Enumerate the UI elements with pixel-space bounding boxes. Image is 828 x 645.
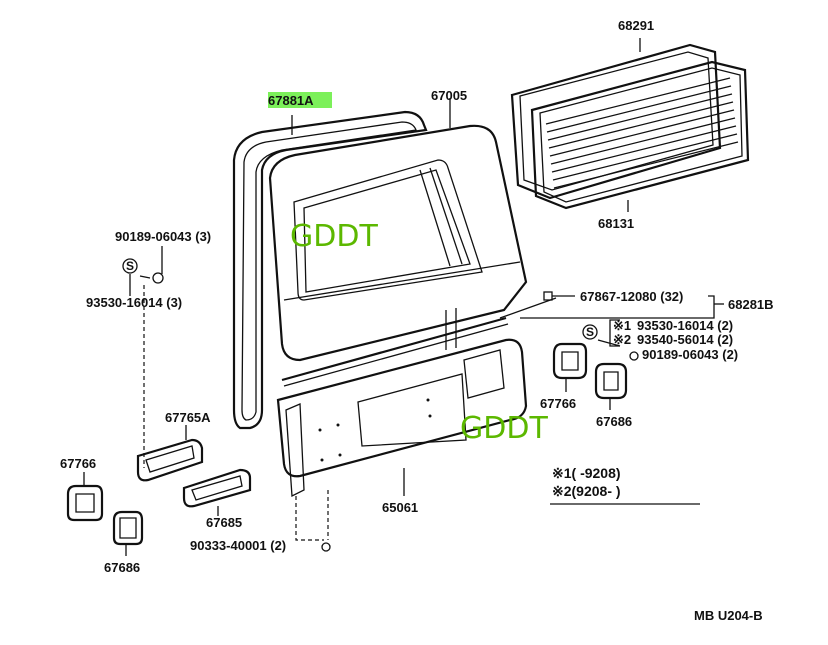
watermark-top: GDDT xyxy=(290,219,378,254)
label-93530-16014-right: 93530-16014 (2) xyxy=(637,318,733,333)
variant-marker-2: ※2 xyxy=(613,332,631,347)
legend-row-1: ※1( -9208) xyxy=(552,465,621,481)
label-65061: 65061 xyxy=(382,500,418,515)
label-93530-16014-left: 93530-16014 (3) xyxy=(86,295,182,310)
label-90189-06043-left: 90189-06043 (3) xyxy=(115,229,211,244)
legend-row-2: ※2(9208- ) xyxy=(552,483,621,499)
label-67881A: 67881A xyxy=(268,93,314,108)
watermark-bottom: GDDT xyxy=(460,411,548,446)
back-door-panel xyxy=(268,98,528,387)
screw-symbol-right: S xyxy=(586,325,594,339)
label-68291: 68291 xyxy=(618,18,654,33)
label-67005: 67005 xyxy=(431,88,467,103)
label-68131: 68131 xyxy=(598,216,634,231)
label-67765A: 67765A xyxy=(165,410,211,425)
figure-code: MB U204-B xyxy=(694,608,763,623)
label-67685: 67685 xyxy=(206,515,242,530)
label-67766-right: 67766 xyxy=(540,396,576,411)
label-90189-06043-right: 90189-06043 (2) xyxy=(642,347,738,362)
label-68281B: 68281B xyxy=(728,297,774,312)
label-67686-left: 67686 xyxy=(104,560,140,575)
fasteners xyxy=(122,246,724,552)
license-lamp-left xyxy=(66,425,252,556)
label-93540-56014-right: 93540-56014 (2) xyxy=(637,332,733,347)
variant-marker-1: ※1 xyxy=(613,318,631,333)
label-67867-12080: 67867-12080 (32) xyxy=(580,289,683,304)
license-lamp-right xyxy=(552,342,628,410)
label-67766-left: 67766 xyxy=(60,456,96,471)
back-door-weatherstrip xyxy=(232,110,428,430)
defroster-lines xyxy=(545,77,739,189)
label-67686-right: 67686 xyxy=(596,414,632,429)
back-door-lower-panel xyxy=(276,338,528,498)
part-labels: 68291 67881A 67005 68131 90189-06043 (3)… xyxy=(60,18,774,575)
part-number-highlight xyxy=(268,92,332,108)
variant-legend: ※1( -9208) ※2(9208- ) xyxy=(550,465,700,505)
rear-glass-assembly xyxy=(510,38,750,212)
screw-symbol-left: S xyxy=(126,259,134,273)
label-90333-40001: 90333-40001 (2) xyxy=(190,538,286,553)
